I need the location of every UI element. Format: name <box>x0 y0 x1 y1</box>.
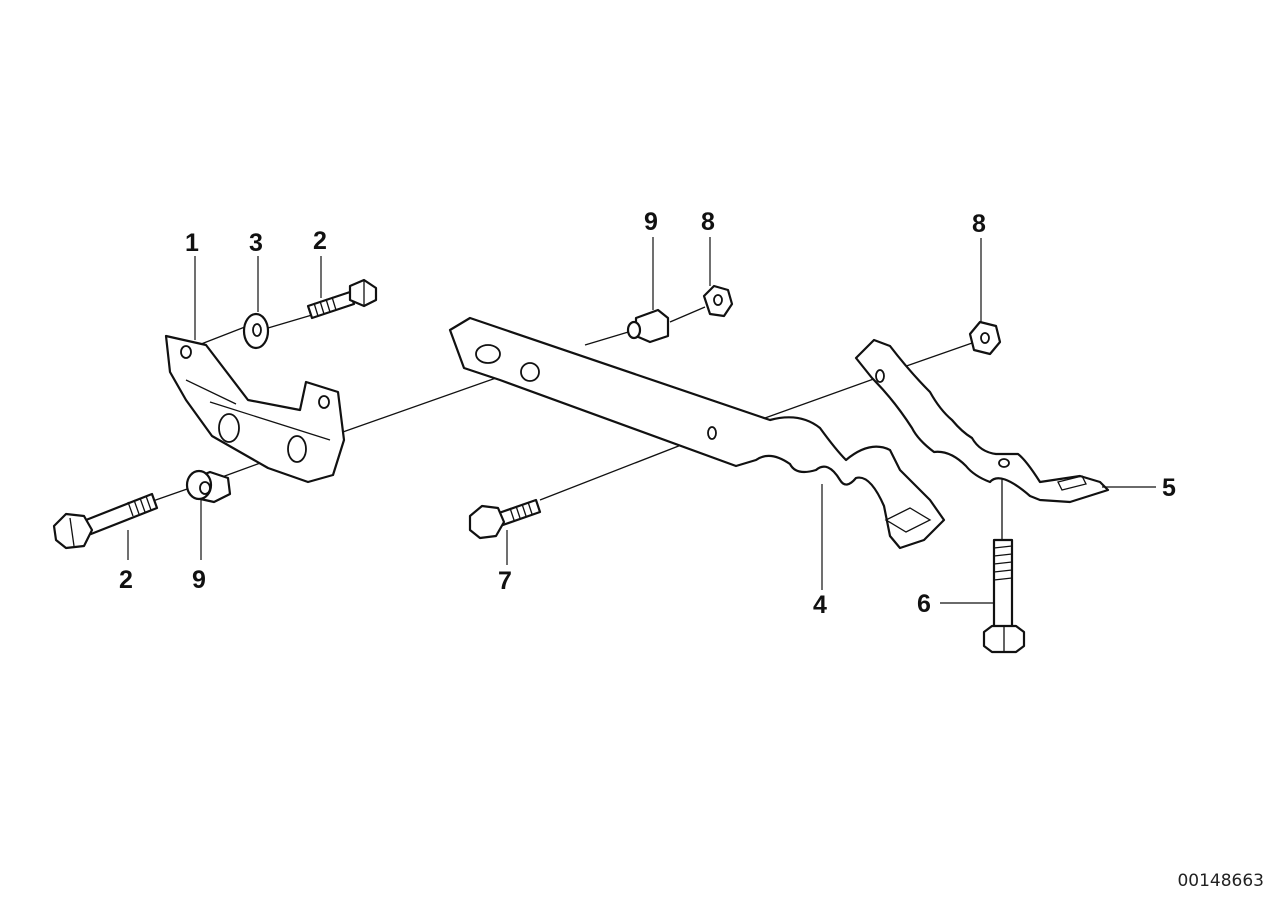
callout-2-upper: 2 <box>313 227 327 255</box>
callout-9-upper: 9 <box>644 208 658 236</box>
callout-4: 4 <box>813 591 827 619</box>
callout-leaders <box>127 237 1156 604</box>
callout-8-right: 8 <box>972 210 986 238</box>
rear-strap-bracket-part <box>854 338 1110 504</box>
callout-7: 7 <box>498 567 512 595</box>
callout-5: 5 <box>1162 474 1176 502</box>
bracket-left-part <box>164 334 346 484</box>
long-hex-bolt-part <box>982 538 1026 654</box>
nut-center-part <box>702 284 734 318</box>
assembly-axis-lines <box>149 306 1003 540</box>
callout-1: 1 <box>185 229 199 257</box>
callout-8-center: 8 <box>701 208 715 236</box>
long-strap-bracket-part <box>448 316 946 550</box>
callout-9-lower: 9 <box>192 566 206 594</box>
hex-bolt-lower-part <box>52 492 159 550</box>
callout-6: 6 <box>917 590 931 618</box>
callout-2-lower: 2 <box>119 566 133 594</box>
hex-bolt-center-part <box>468 498 542 540</box>
spacer-sleeve-upper-part <box>626 308 670 344</box>
callout-3: 3 <box>249 229 263 257</box>
spacer-sleeve-lower-part <box>185 469 232 504</box>
nut-right-part <box>968 320 1002 356</box>
washer-part <box>242 312 270 350</box>
document-number: 00148663 <box>1177 871 1264 891</box>
hex-bolt-upper-part <box>306 278 378 320</box>
